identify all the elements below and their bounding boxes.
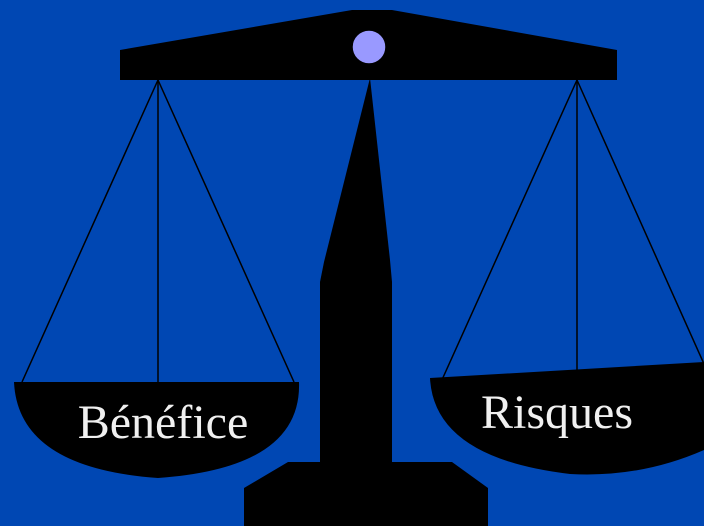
right-pan-label: Risques [481,386,633,439]
left-pan-label: Bénéfice [78,396,249,449]
pivot-knob [352,30,386,64]
scale-base [244,462,488,526]
